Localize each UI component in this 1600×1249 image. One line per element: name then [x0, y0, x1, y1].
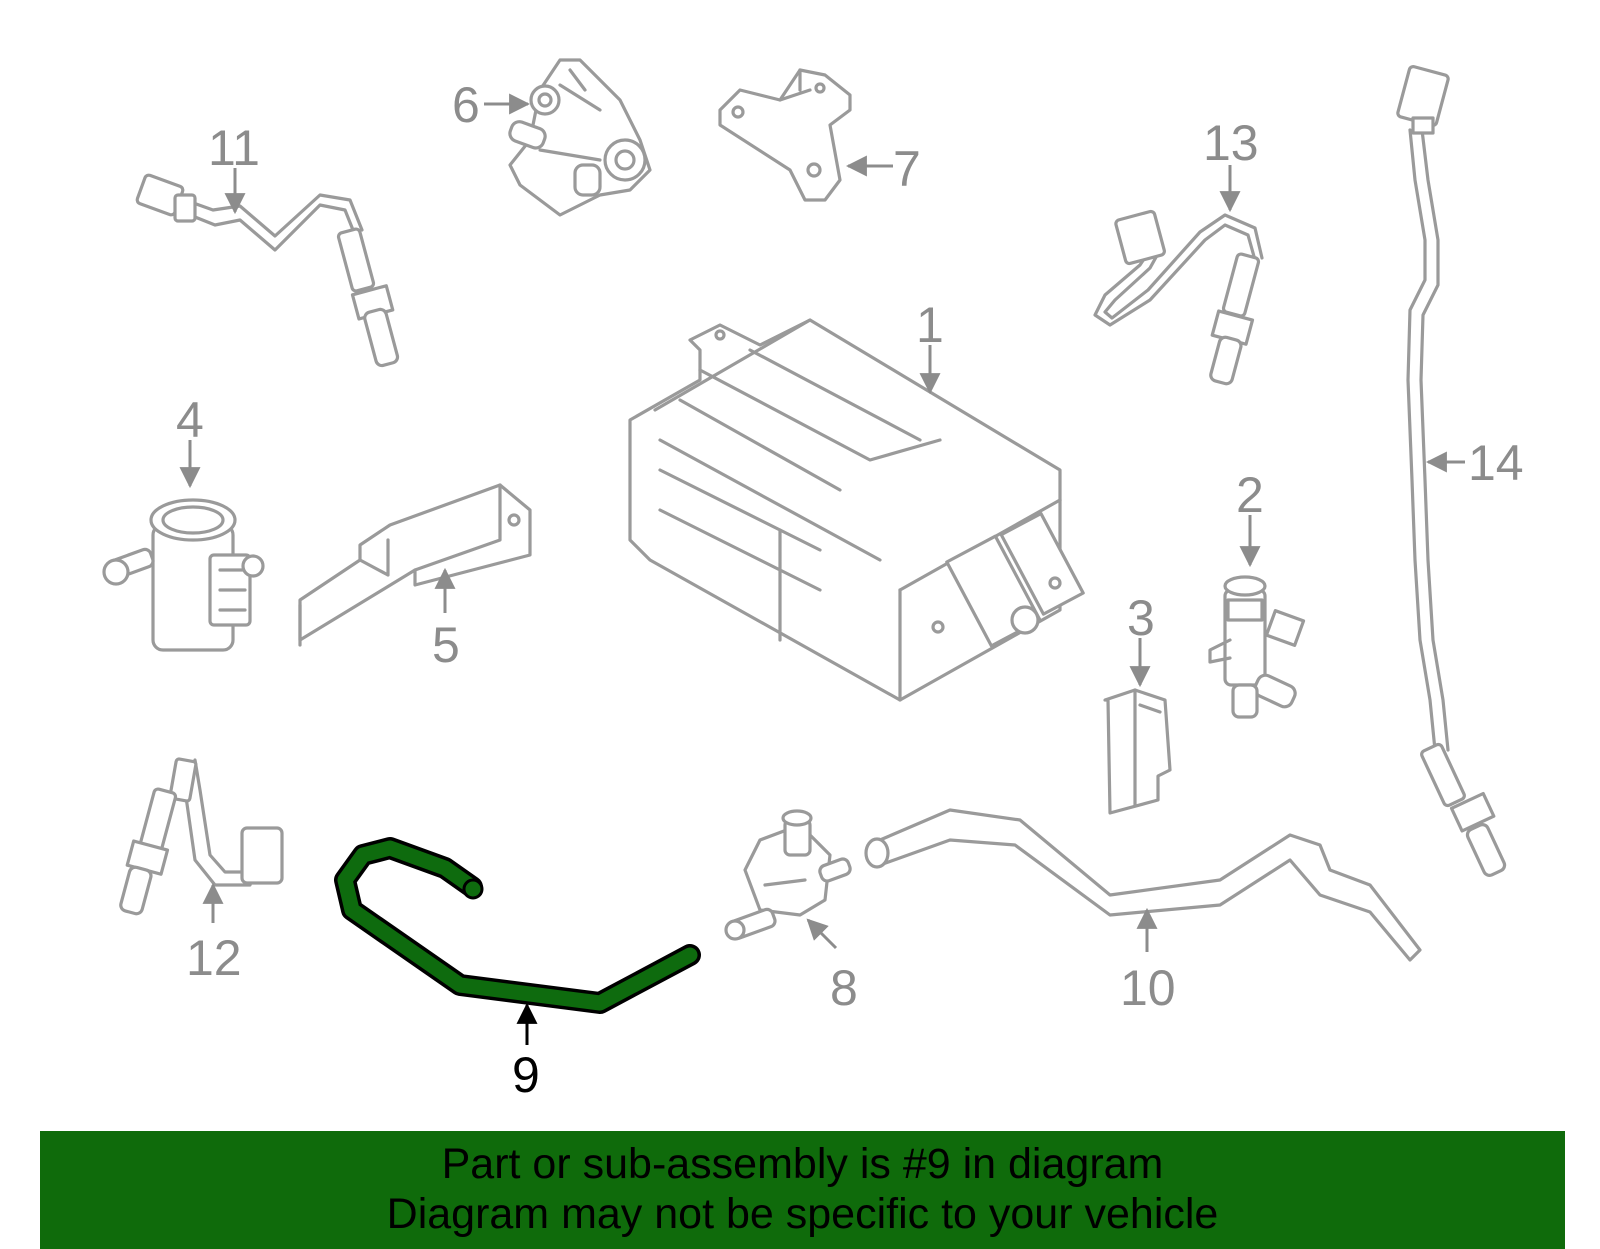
banner-line-part-number: Part or sub-assembly is #9 in diagram	[441, 1140, 1164, 1188]
label-arrows	[179, 93, 1465, 1045]
part-11-o2-sensor[interactable]	[135, 173, 400, 368]
label-9: 9	[512, 1047, 540, 1103]
part-14-o2-sensor[interactable]	[1396, 65, 1507, 878]
part-12-o2-sensor[interactable]	[119, 757, 284, 916]
label-11: 11	[208, 120, 260, 176]
part-9-hose-highlighted[interactable]	[334, 837, 701, 1014]
info-banner: Part or sub-assembly is #9 in diagram Di…	[40, 1131, 1565, 1249]
part-5-bracket[interactable]	[298, 483, 532, 647]
part-2-valve[interactable]	[1208, 575, 1306, 719]
part-10-hose[interactable]	[864, 808, 1422, 962]
label-1: 1	[916, 297, 944, 353]
label-10: 10	[1120, 960, 1176, 1016]
part-labels: 1 2 3 4 5 6 7 8 9 10 11 12 13 14	[176, 77, 1524, 1103]
part-6-vacuum-valve[interactable]	[508, 58, 652, 217]
label-3: 3	[1127, 590, 1155, 646]
banner-line-disclaimer: Diagram may not be specific to your vehi…	[386, 1190, 1219, 1238]
part-7-plate[interactable]	[718, 68, 852, 202]
part-4-solenoid[interactable]	[102, 498, 265, 652]
part-1-canister[interactable]	[628, 318, 1085, 702]
label-7: 7	[893, 141, 921, 197]
label-12: 12	[186, 930, 242, 986]
part-13-o2-sensor[interactable]	[1093, 209, 1264, 386]
label-13: 13	[1203, 115, 1259, 171]
part-8-switch[interactable]	[724, 809, 852, 941]
label-5: 5	[432, 617, 460, 673]
label-6: 6	[452, 77, 480, 133]
label-8: 8	[830, 960, 858, 1016]
label-2: 2	[1236, 467, 1264, 523]
label-4: 4	[176, 392, 204, 448]
part-3-bracket[interactable]	[1103, 688, 1172, 815]
label-14: 14	[1468, 435, 1524, 491]
parts-diagram: 1 2 3 4 5 6 7 8 9 10 11 12 13 14	[102, 58, 1524, 1103]
